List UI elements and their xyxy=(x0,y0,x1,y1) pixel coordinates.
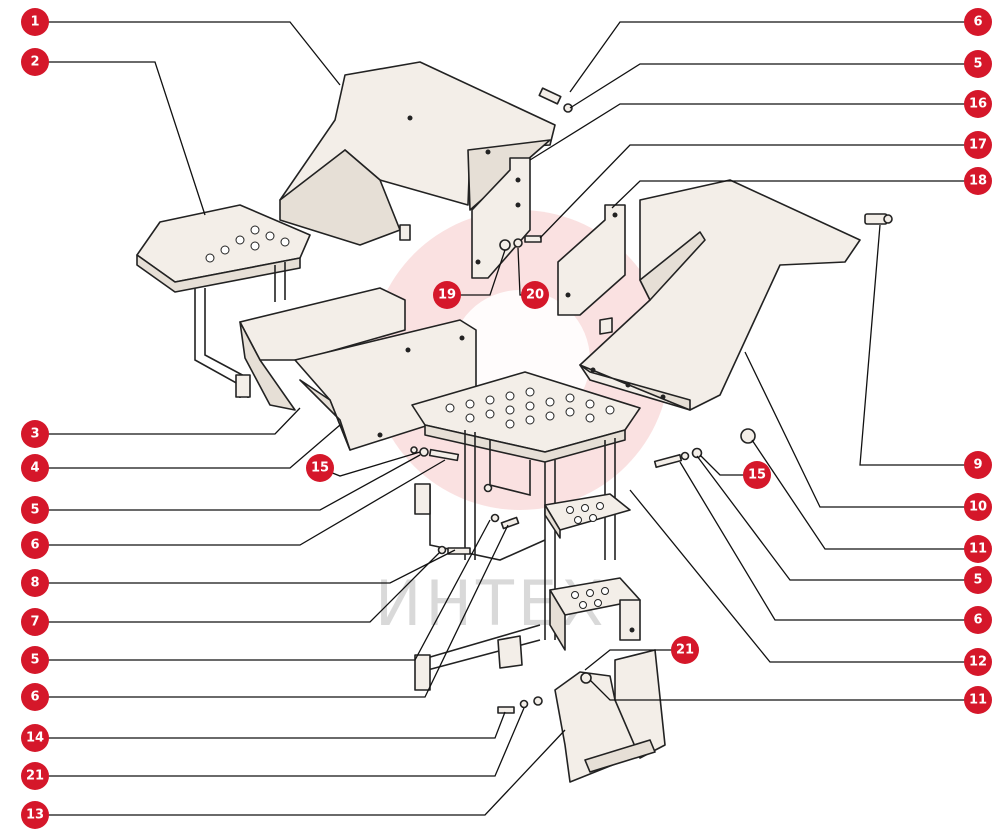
callout-11a: 11 xyxy=(964,535,992,563)
callout-label: 6 xyxy=(973,15,982,30)
callout-label: 5 xyxy=(973,573,982,588)
callout-label: 19 xyxy=(438,288,456,303)
callout-6a: 6 xyxy=(21,531,49,559)
callout-7: 7 xyxy=(21,608,49,636)
callout-14: 14 xyxy=(21,724,49,752)
step-plate-2 xyxy=(136,204,311,398)
callout-15b: 15 xyxy=(743,461,771,489)
callout-label: 15 xyxy=(748,468,766,483)
callout-label: 21 xyxy=(26,769,44,784)
callout-19: 19 xyxy=(433,281,461,309)
callout-4: 4 xyxy=(21,454,49,482)
callout-label: 4 xyxy=(30,461,39,476)
bracket-16 xyxy=(471,157,531,279)
callout-2: 2 xyxy=(21,48,49,76)
callout-label: 6 xyxy=(30,690,39,705)
callout-label: 13 xyxy=(26,808,44,823)
callout-label: 11 xyxy=(969,693,987,708)
bracket-17 xyxy=(557,204,626,316)
callout-label: 18 xyxy=(969,174,987,189)
callout-21b: 21 xyxy=(671,636,699,664)
callout-label: 1 xyxy=(30,15,39,30)
callout-label: 5 xyxy=(30,503,39,518)
callout-label: 14 xyxy=(26,731,44,746)
callout-label: 10 xyxy=(969,500,987,515)
callout-badges: 1 2 3 4 5 6 8 7 5 6 14 21 13 6 5 16 17 1… xyxy=(21,8,992,829)
callout-13: 13 xyxy=(21,801,49,829)
callout-15a: 15 xyxy=(306,454,334,482)
callout-label: 17 xyxy=(969,138,987,153)
callout-label: 16 xyxy=(969,97,987,112)
bolt-9 xyxy=(864,213,893,225)
callout-6b: 6 xyxy=(21,683,49,711)
callout-3: 3 xyxy=(21,420,49,448)
callout-11b: 11 xyxy=(964,686,992,714)
callout-6c: 6 xyxy=(964,8,992,36)
callout-10: 10 xyxy=(964,493,992,521)
callout-1: 1 xyxy=(21,8,49,36)
fasteners xyxy=(410,235,756,555)
callout-9: 9 xyxy=(964,451,992,479)
callout-12: 12 xyxy=(964,648,992,676)
callout-label: 5 xyxy=(30,653,39,668)
callout-5b: 5 xyxy=(21,646,49,674)
callout-label: 12 xyxy=(969,655,987,670)
callout-21a: 21 xyxy=(21,762,49,790)
callout-label: 6 xyxy=(973,613,982,628)
platform-frame xyxy=(411,371,641,691)
callout-label: 2 xyxy=(30,55,39,70)
callout-5c: 5 xyxy=(964,50,992,78)
step-ladder-13 xyxy=(497,649,666,783)
callout-label: 5 xyxy=(973,57,982,72)
callout-label: 21 xyxy=(676,643,694,658)
callout-5a: 5 xyxy=(21,496,49,524)
callout-label: 20 xyxy=(526,288,544,303)
callout-label: 15 xyxy=(311,461,329,476)
callout-label: 11 xyxy=(969,542,987,557)
bolt-top xyxy=(538,87,573,113)
callout-label: 9 xyxy=(973,458,982,473)
callout-20: 20 xyxy=(521,281,549,309)
fender-right xyxy=(579,179,861,411)
callout-label: 6 xyxy=(30,538,39,553)
callout-label: 3 xyxy=(30,427,39,442)
callout-label: 8 xyxy=(30,576,39,591)
callout-8: 8 xyxy=(21,569,49,597)
callout-6d: 6 xyxy=(964,606,992,634)
callout-18: 18 xyxy=(964,167,992,195)
callout-label: 7 xyxy=(30,615,39,630)
leader-lines xyxy=(47,21,965,816)
callout-5d: 5 xyxy=(964,566,992,594)
callout-16: 16 xyxy=(964,90,992,118)
callout-17: 17 xyxy=(964,131,992,159)
